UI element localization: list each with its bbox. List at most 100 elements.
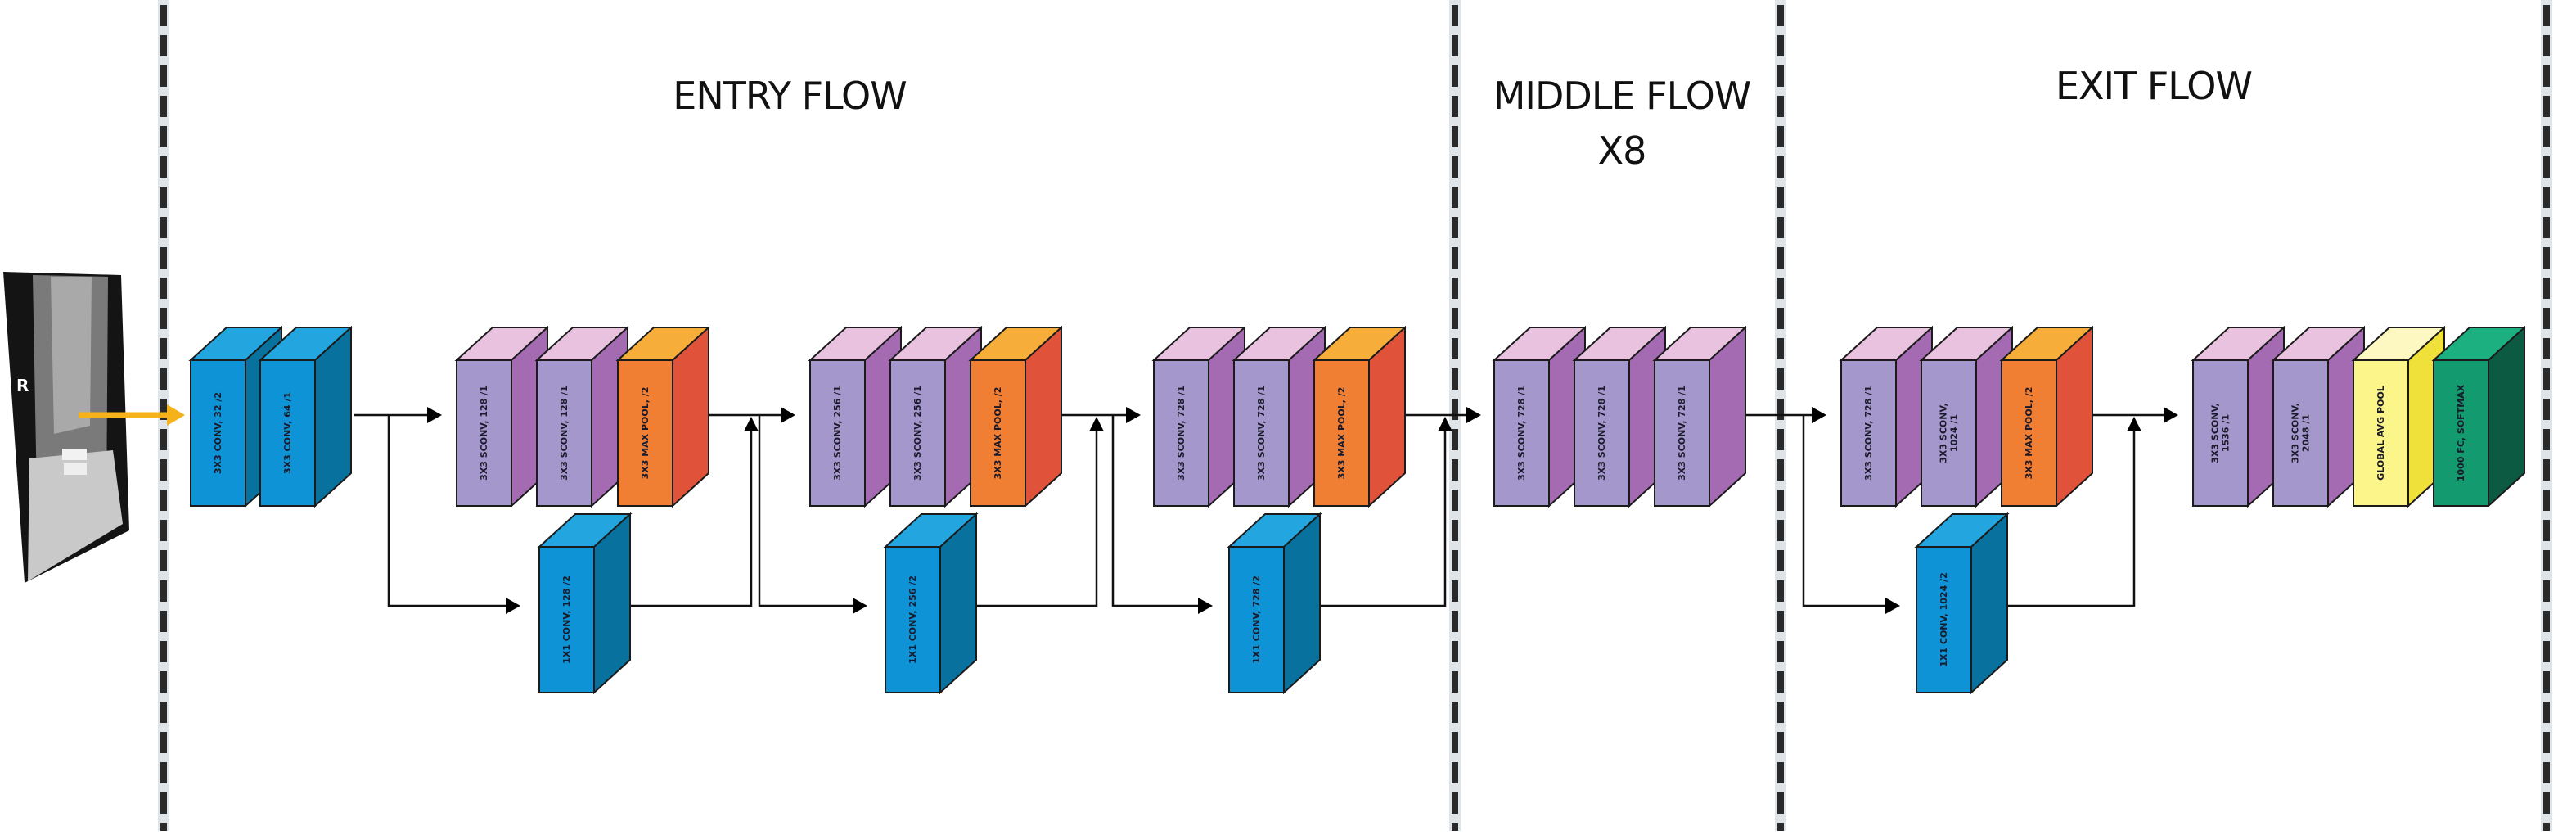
arrow-head-up	[1438, 417, 1452, 431]
layer-block-exit-gap: GLOBAL AVG POOL	[2351, 325, 2447, 508]
middle-flow-heading: MIDDLE FLOW X8	[1458, 69, 1786, 178]
block-label: 3X3 SCONV, 728 /1	[1596, 386, 1607, 481]
block-front-face	[190, 359, 246, 507]
arrow-head-right	[2164, 407, 2178, 423]
block-front-face	[885, 546, 941, 693]
block-label: 1X1 CONV, 256 /2	[907, 575, 918, 664]
block-front-face	[1233, 359, 1290, 507]
xray-hardware	[64, 463, 87, 475]
input-arrow-head	[167, 404, 185, 426]
block-front-face	[2272, 359, 2329, 507]
layer-block-entry-b3-pool: 3X3 MAX POOL, /2	[1312, 325, 1407, 508]
connector-line	[622, 422, 753, 607]
xray-bone-inner	[51, 277, 92, 434]
block-label: 3X3 MAX POOL, /2	[1336, 387, 1347, 480]
arrow-head-up	[2127, 417, 2141, 431]
xray-foot	[28, 450, 123, 581]
block-front-face	[2353, 359, 2409, 507]
layer-block-entry-b2-sconv1: 3X3 SCONV, 256 /1	[808, 325, 903, 508]
middle-flow-label: MIDDLE FLOW	[1493, 74, 1752, 118]
block-side-face	[593, 512, 631, 695]
block-side-face	[1025, 325, 1062, 508]
block-label: 3X3 SCONV, 728 /1	[1176, 386, 1187, 481]
layer-block-exit-sconv4: 3X3 SCONV,2048 /1	[2271, 325, 2367, 508]
entry-flow-heading: ENTRY FLOW	[673, 74, 907, 118]
connector-line	[1802, 415, 1895, 607]
layer-block-middle-sconv2: 3X3 SCONV, 728 /1	[1572, 325, 1668, 508]
block-front-face	[538, 546, 595, 693]
layer-block-entry-conv1: 3X3 CONV, 32 /2	[188, 325, 284, 508]
block-front-face	[456, 359, 512, 507]
layer-block-entry-b2-pool: 3X3 MAX POOL, /2	[968, 325, 1064, 508]
layer-block-entry-conv2: 3X3 CONV, 64 /1	[258, 325, 354, 508]
layer-block-exit-sconv2: 3X3 SCONV,1024 /1	[1919, 325, 2015, 508]
block-label: 3X3 SCONV,	[2290, 403, 2301, 463]
block-label: 3X3 SCONV,	[2210, 403, 2221, 463]
connector-line	[969, 422, 1098, 607]
layer-block-entry-b1-pool: 3X3 MAX POOL, /2	[615, 325, 711, 508]
arrow-head-right	[853, 598, 867, 614]
block-front-face	[1840, 359, 1897, 507]
layer-block-middle-sconv3: 3X3 SCONV, 728 /1	[1652, 325, 1748, 508]
block-label: 3X3 MAX POOL, /2	[2024, 387, 2034, 480]
layer-block-entry-b3-sconv2: 3X3 SCONV, 728 /1	[1232, 325, 1327, 508]
block-front-face	[259, 359, 316, 507]
connector-line	[2000, 422, 2136, 607]
layer-block-exit-sconv1: 3X3 SCONV, 728 /1	[1839, 325, 1934, 508]
middle-flow-repeat: X8	[1597, 128, 1647, 173]
block-front-face	[1153, 359, 1209, 507]
block-label: 3X3 SCONV, 728 /1	[1863, 386, 1874, 481]
block-label: 1X1 CONV, 728 /2	[1251, 575, 1262, 664]
arrow-head-right	[1198, 598, 1213, 614]
block-side-face	[2488, 325, 2525, 508]
block-label: 1000 FC, SOFTMAX	[2456, 384, 2466, 481]
block-label: 3X3 SCONV, 128 /1	[479, 386, 489, 481]
block-front-face	[1493, 359, 1550, 507]
arrow-head-right	[1812, 407, 1826, 423]
arrow-head-right	[1466, 407, 1481, 423]
block-label: 3X3 SCONV, 728 /1	[1516, 386, 1527, 481]
block-label: 3X3 MAX POOL, /2	[993, 387, 1003, 480]
xray-hardware	[62, 449, 87, 460]
block-side-face	[1970, 512, 2008, 695]
block-side-face	[1709, 325, 1746, 508]
exit-flow-heading: EXIT FLOW	[2055, 64, 2253, 108]
arrow-head-right	[1126, 407, 1141, 423]
block-label: 3X3 SCONV,	[1939, 403, 1949, 463]
arrow-head-up	[744, 417, 759, 431]
block-side-face	[672, 325, 709, 508]
layer-block-exit-fc: 1000 FC, SOFTMAX	[2431, 325, 2527, 508]
block-label: 3X3 SCONV, 728 /1	[1677, 386, 1687, 481]
block-side-face	[1283, 512, 1321, 695]
block-label: GLOBAL AVG POOL	[2376, 386, 2386, 481]
layer-blocks: 3X3 CONV, 32 /2 3X3 CONV, 64 /1 3X3 SCONV,…	[188, 325, 2527, 695]
connector-line	[387, 415, 517, 607]
layer-block-entry-b1-sconv2: 3X3 SCONV, 128 /1	[534, 325, 630, 508]
block-label: 3X3 SCONV, 128 /1	[559, 386, 570, 481]
block-front-face	[1916, 546, 1972, 693]
connections	[354, 407, 2178, 614]
xray-input-image: R	[3, 272, 185, 583]
block-front-face	[889, 359, 946, 507]
block-label: 3X3 SCONV, 256 /1	[912, 386, 923, 481]
block-label: 1024 /1	[1949, 414, 1960, 452]
block-label: 2048 /1	[2301, 414, 2312, 452]
block-front-face	[617, 359, 673, 507]
block-label: 3X3 SCONV, 728 /1	[1256, 386, 1267, 481]
block-front-face	[1313, 359, 1370, 507]
connector-line	[758, 415, 864, 607]
connector-line	[1111, 415, 1209, 607]
block-front-face	[1228, 546, 1285, 693]
layer-block-exit-skip: 1X1 CONV, 1024 /2	[1914, 512, 2010, 695]
block-label: 3X3 CONV, 64 /1	[282, 392, 293, 474]
block-label: 3X3 CONV, 32 /2	[213, 392, 223, 474]
layer-block-entry-b1-skip: 1X1 CONV, 128 /2	[537, 512, 633, 695]
block-side-face	[1368, 325, 1406, 508]
block-front-face	[536, 359, 592, 507]
block-label: 3X3 MAX POOL, /2	[640, 387, 651, 480]
block-front-face	[2001, 359, 2057, 507]
block-label: 1X1 CONV, 128 /2	[561, 575, 572, 664]
block-front-face	[2192, 359, 2249, 507]
layer-block-exit-pool: 3X3 MAX POOL, /2	[1999, 325, 2095, 508]
block-front-face	[2433, 359, 2489, 507]
